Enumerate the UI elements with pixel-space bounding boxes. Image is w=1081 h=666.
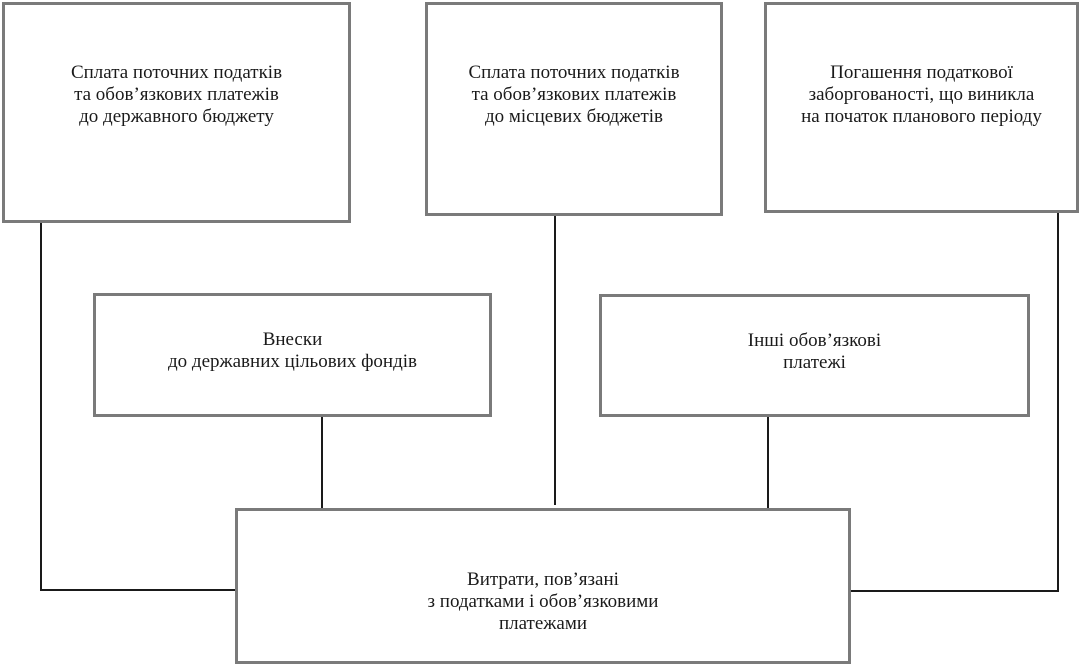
box-state-target-funds: Внески до державних цільових фондів — [93, 293, 492, 417]
box-tax-related-expenses: Витрати, пов’язані з податками і обов’яз… — [235, 508, 851, 664]
box-other-mandatory-payments: Інші обов’язкові платежі — [599, 294, 1030, 417]
connector-state-budget-horizontal — [40, 589, 238, 591]
box-expenses-label: Витрати, пов’язані з податками і обов’яз… — [427, 569, 659, 634]
connector-tax-debt-horizontal — [848, 590, 1059, 592]
box-state-budget-payments: Сплата поточних податків та обов’язкових… — [2, 2, 351, 223]
box-state-budget-label: Сплата поточних податків та обов’язкових… — [70, 62, 283, 127]
box-other-payments-label: Інші обов’язкові платежі — [747, 330, 882, 373]
connector-state-funds — [321, 414, 323, 511]
box-local-budget-payments: Сплата поточних податків та обов’язкових… — [425, 2, 723, 216]
connector-tax-debt-vertical — [1057, 210, 1059, 592]
connector-state-budget-vertical — [40, 222, 42, 591]
box-state-funds-label: Внески до державних цільових фондів — [167, 329, 417, 372]
connector-local-budgets — [554, 213, 556, 505]
box-tax-debt-label: Погашення податкової заборгованості, що … — [801, 62, 1042, 127]
connector-other-payments — [767, 414, 769, 511]
box-tax-debt-repayment: Погашення податкової заборгованості, що … — [764, 2, 1079, 213]
box-local-budgets-label: Сплата поточних податків та обов’язкових… — [468, 62, 680, 127]
